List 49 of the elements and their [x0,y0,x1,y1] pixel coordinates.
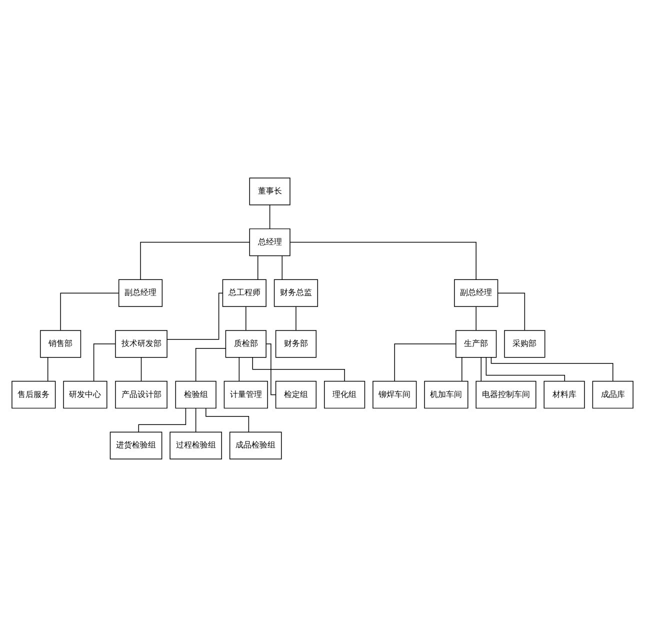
connector [257,255,258,280]
connector [394,343,456,381]
connector [290,241,476,280]
connector [269,204,270,228]
node-box: 副总经理 [454,278,498,306]
connector [266,343,276,395]
node-box: 质检部 [225,330,266,358]
connector [93,343,116,381]
connector [195,407,196,432]
connector [140,241,250,280]
node-box: 总工程师 [222,278,266,306]
node-box: 技术研发部 [115,330,168,358]
node-box: 进货检验组 [110,431,162,459]
node-box: 财务总监 [274,278,318,306]
node-box: 成品检验组 [229,431,282,459]
connector [252,356,345,382]
node-box: 财务部 [275,330,317,358]
node-box: 电器控制车间 [476,380,536,408]
node-box: 机加车间 [424,380,468,408]
node-box: 检验组 [175,380,216,408]
connector [490,356,614,382]
node-box: 铆焊车间 [372,380,417,408]
node-box: 产品设计部 [115,380,168,408]
node-box: 总经理 [249,228,290,256]
connector [497,292,526,330]
connector [480,356,482,381]
node-box: 计量管理 [224,380,268,408]
node-box: 售后服务 [12,380,56,408]
node-box: 采购部 [504,330,546,358]
node-box: 生产部 [456,330,497,358]
connector [206,407,250,432]
connector [47,356,48,381]
connector [166,292,223,340]
node-box: 检定组 [275,380,317,408]
connector [138,407,186,432]
connector [140,356,142,381]
node-box: 董事长 [249,177,290,205]
node-box: 过程检验组 [170,431,222,459]
node-box: 成品库 [592,380,634,408]
connector [60,292,120,330]
connector [195,348,226,381]
node-box: 研发中心 [63,380,108,408]
node-box: 副总经理 [118,278,163,306]
node-box: 销售部 [40,330,82,358]
node-box: 材料库 [544,380,585,408]
node-box: 理化组 [324,380,366,408]
connector [282,255,283,280]
connector [238,356,240,381]
connector [486,356,566,382]
